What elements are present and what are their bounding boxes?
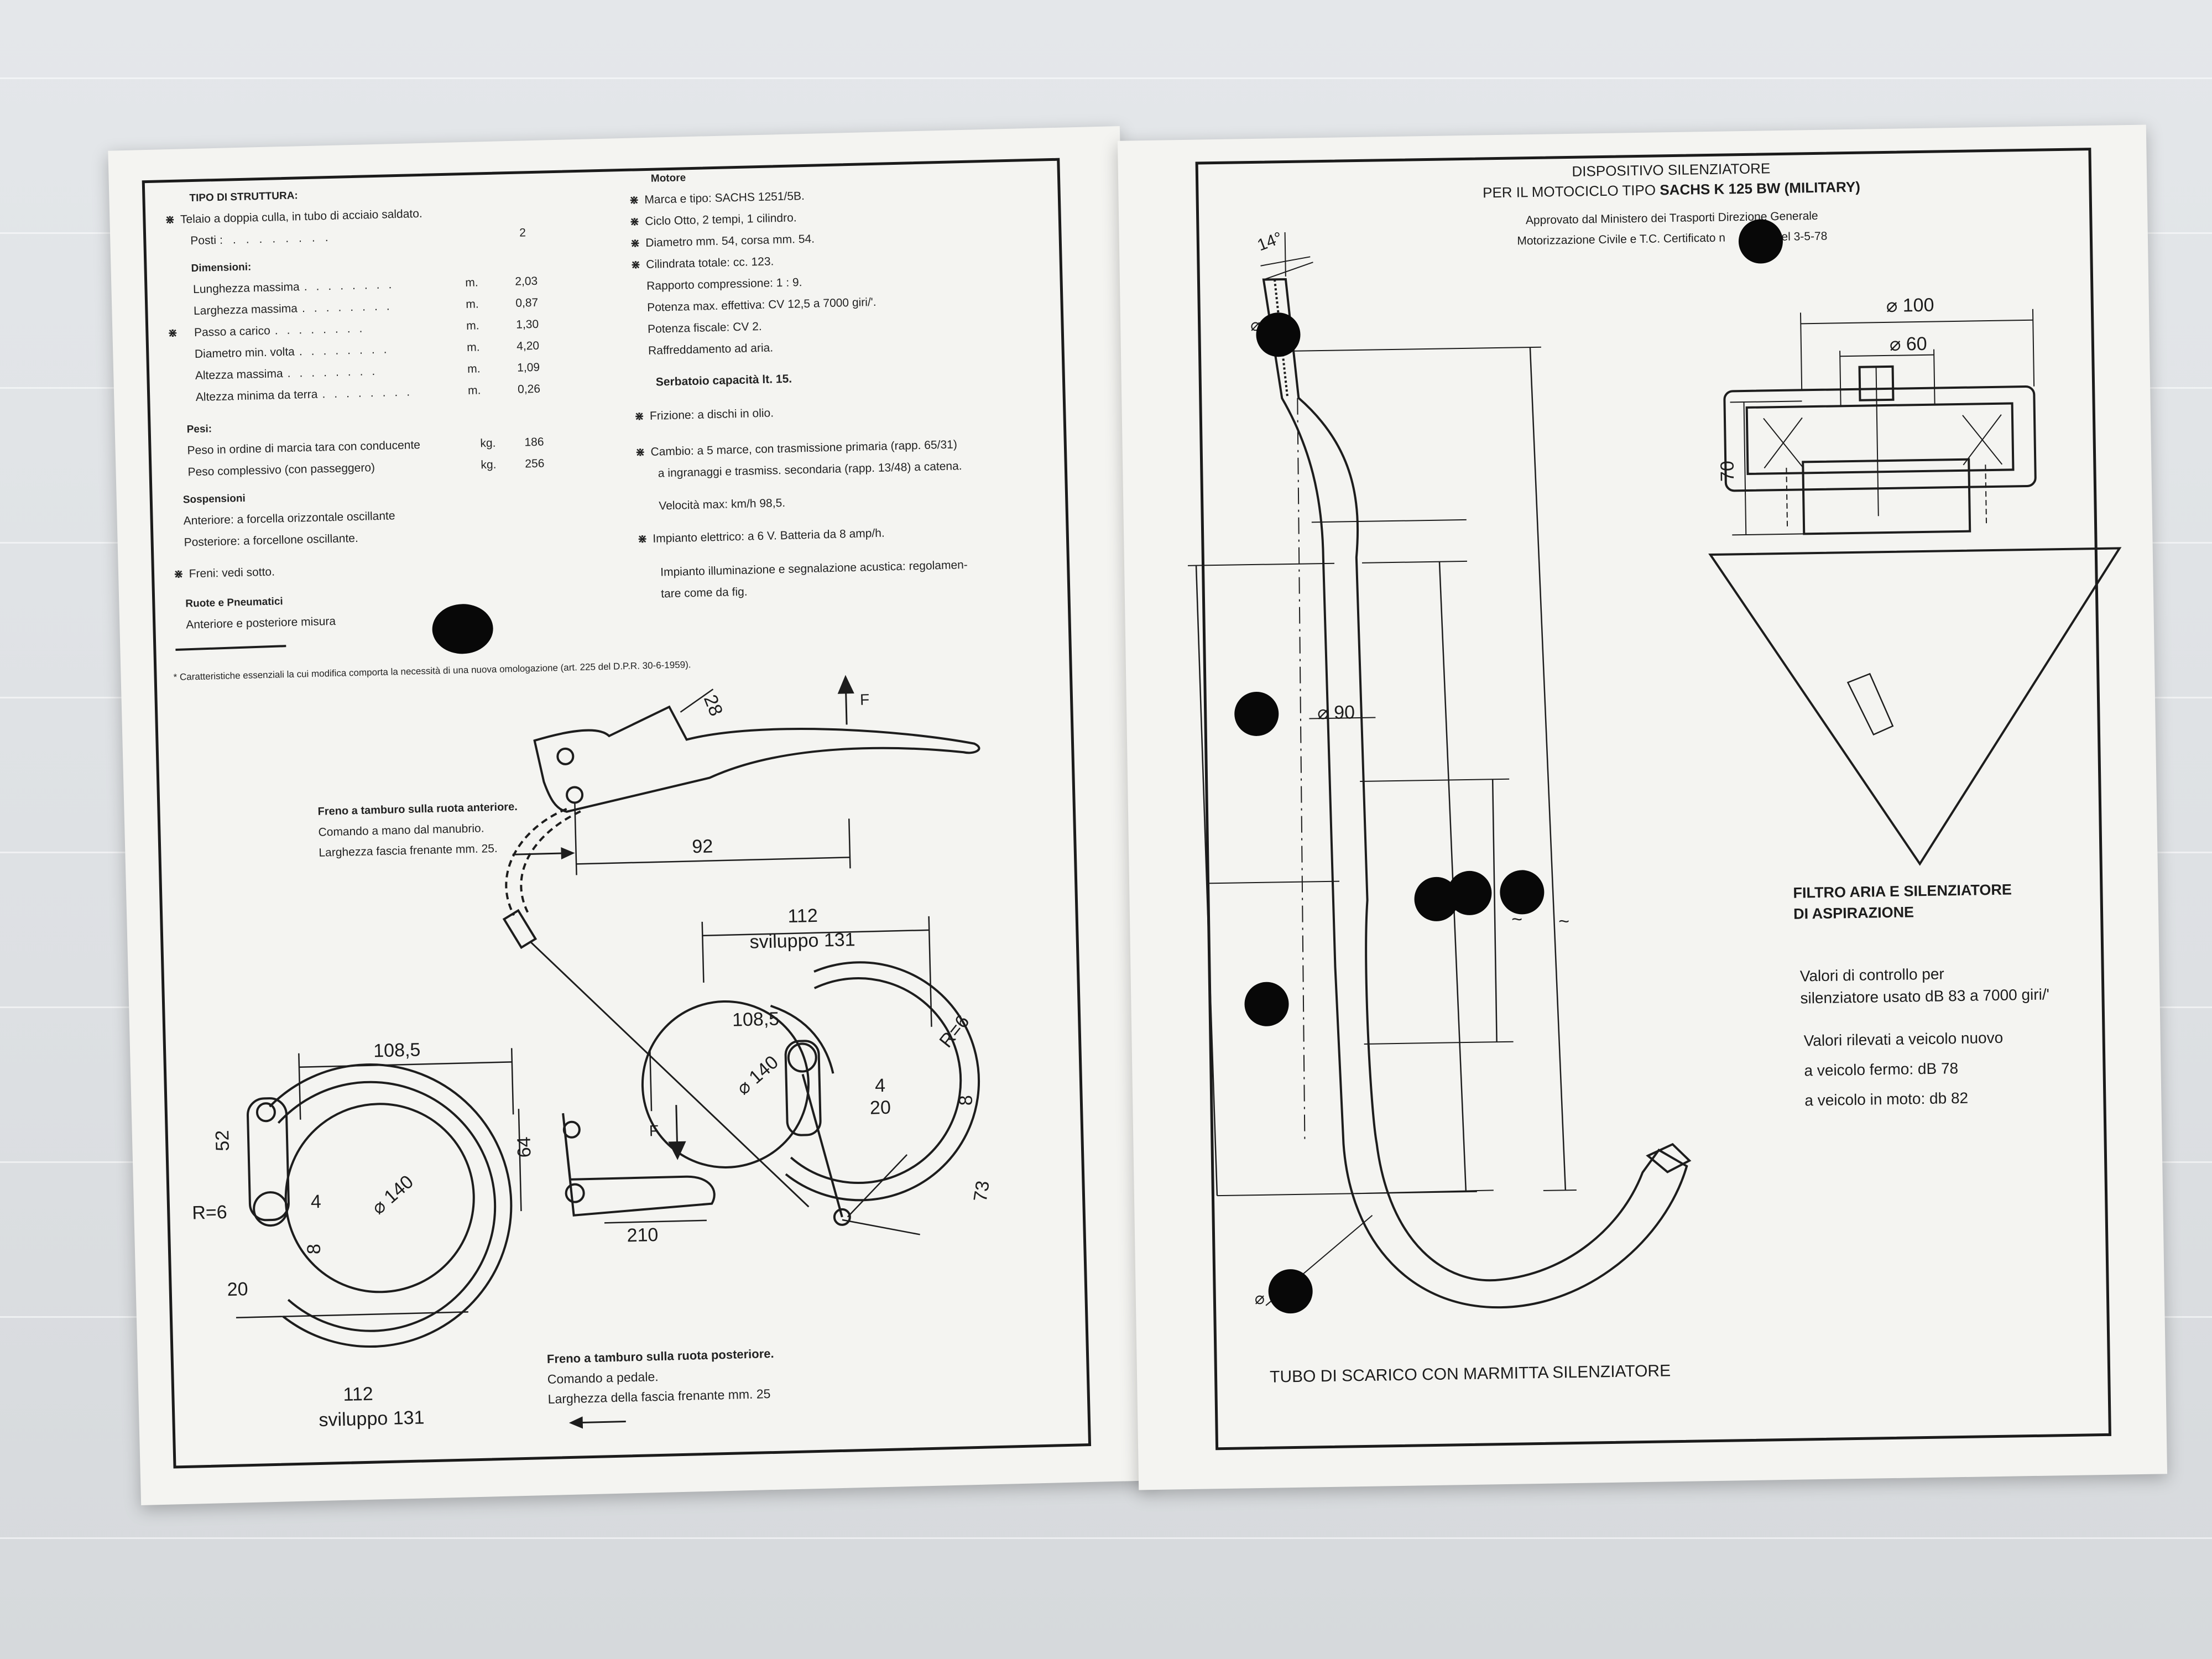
dim-f-up: F xyxy=(859,691,870,708)
rear-brake-caption: Freno a tamburo sulla ruota posteriore. … xyxy=(547,1343,775,1409)
dim-f-down: F xyxy=(649,1121,659,1140)
front-brake-caption: Freno a tamburo sulla ruota anteriore. C… xyxy=(317,796,519,863)
filtro-title-2: DI ASPIRAZIONE xyxy=(1793,904,1914,922)
dim-20-top: 20 xyxy=(869,1097,891,1119)
rilevati-line-2: a veicolo fermo: dB 78 xyxy=(1804,1060,1959,1079)
dim-4-bottom: 4 xyxy=(310,1191,322,1213)
dim-52: 52 xyxy=(212,1130,234,1152)
dim-92: 92 xyxy=(691,836,713,858)
measured-values: Valori rilevati a veicolo nuovo a veicol… xyxy=(1803,1023,2004,1116)
control-values: Valori di controllo per silenziatore usa… xyxy=(1800,961,2050,1009)
dim-sviluppo-top: sviluppo 131 xyxy=(749,929,855,953)
brake-drawings xyxy=(175,645,980,1429)
rilevati-line-3: a veicolo in moto: db 82 xyxy=(1804,1089,1969,1109)
dim-64: 64 xyxy=(513,1136,535,1158)
filtro-title-1: FILTRO ARIA E SILENZIATORE xyxy=(1793,881,2012,901)
filtro-title: FILTRO ARIA E SILENZIATORE DI ASPIRAZION… xyxy=(1793,879,2012,925)
front-brake-line2: Larghezza fascia frenante mm. 25. xyxy=(319,842,498,859)
dim-90: ⌀ 90 xyxy=(1317,702,1355,724)
dim-tilde-b: ~ xyxy=(1558,911,1570,932)
dim-73: 73 xyxy=(969,1179,994,1203)
dim-70: 70 xyxy=(1717,460,1739,482)
left-page: TIPO DI STRUTTURA: ⋇Telaio a doppia cull… xyxy=(108,126,1153,1505)
rear-brake-title: Freno a tamburo sulla ruota posteriore. xyxy=(546,1346,774,1366)
dim-20-bottom: 20 xyxy=(227,1279,249,1301)
dim-112-top: 112 xyxy=(787,905,818,927)
dim-112-bottom: 112 xyxy=(342,1383,374,1406)
dim-60: ⌀ 60 xyxy=(1889,333,1927,355)
dim-8-bottom: 8 xyxy=(303,1243,325,1255)
front-brake-title: Freno a tamburo sulla ruota anteriore. xyxy=(317,800,518,818)
front-brake-line1: Comando a mano dal manubrio. xyxy=(318,822,484,839)
dim-210: 210 xyxy=(627,1224,659,1246)
dim-sviluppo-bottom: sviluppo 131 xyxy=(319,1407,425,1431)
controllo-line-1: Valori di controllo per xyxy=(1799,965,1944,985)
dim-bottom-diameter: ⌀ xyxy=(1254,1289,1265,1308)
rilevati-line-1: Valori rilevati a veicolo nuovo xyxy=(1803,1029,2004,1050)
dim-108-top: 108,5 xyxy=(732,1008,780,1031)
dim-r6-bottom: R=6 xyxy=(191,1202,228,1224)
dim-100: ⌀ 100 xyxy=(1886,294,1934,316)
rear-brake-line2: Larghezza della fascia frenante mm. 25 xyxy=(547,1386,771,1406)
rear-brake-line1: Comando a pedale. xyxy=(547,1369,659,1386)
dim-4-top: 4 xyxy=(874,1074,886,1097)
dim-108-bottom: 108,5 xyxy=(373,1039,421,1062)
controllo-line-2: silenziatore usato dB 83 a 7000 giri/' xyxy=(1800,985,2050,1007)
dim-8-top: 8 xyxy=(955,1094,977,1106)
right-page: DISPOSITIVO SILENZIATORE PER IL MOTOCICL… xyxy=(1117,124,2168,1490)
